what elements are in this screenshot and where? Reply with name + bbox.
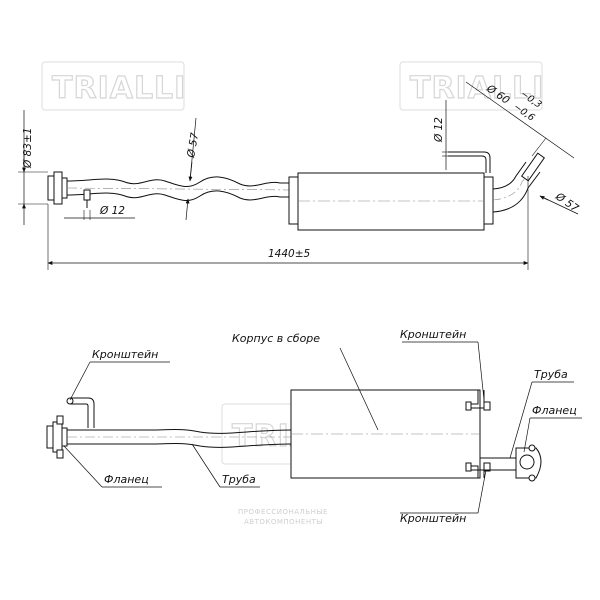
label-flange-right: Фланец [532, 404, 577, 417]
label-pipe-left: Труба [222, 473, 256, 486]
bottom-left-flange [46, 415, 68, 459]
leader-lines [63, 341, 582, 514]
label-bracket-top-right: Кронштейн [400, 328, 466, 341]
dim-pipe-57-left [185, 117, 197, 221]
label-bracket-right: Ø 12 [433, 117, 445, 143]
label-overall-length: 1440±5 [268, 248, 311, 260]
bottom-pipe [67, 429, 293, 448]
dim-bracket-left [64, 210, 135, 220]
bottom-view [46, 341, 582, 514]
watermark-brand: TRIALLI [52, 71, 186, 106]
watermark-top-right: TRIALLI [399, 61, 544, 111]
bottom-muffler-body [290, 389, 481, 479]
top-left-flange [47, 171, 68, 205]
bottom-right-bracket-bottom [465, 462, 491, 478]
watermark-top-left: TRIALLI [41, 61, 186, 111]
dim-bracket-right [442, 100, 456, 170]
label-pipe-right: Труба [534, 368, 568, 381]
dim-outlet-60 [465, 81, 575, 159]
label-bracket-bottom-right: Кронштейн [400, 512, 466, 525]
watermark-subtitle-2: АВТОКОМПОНЕНТЫ [244, 518, 323, 526]
top-pipe [66, 176, 293, 202]
watermark-brand: TRIALLI [410, 71, 544, 106]
label-bracket-top-left: Кронштейн [92, 348, 158, 361]
top-left-bracket [83, 189, 91, 208]
top-right-bracket [448, 151, 491, 173]
label-flange-dia: Ø 83±1 [22, 128, 34, 169]
dim-flange-dia [18, 110, 48, 225]
top-muffler-body [288, 172, 494, 231]
label-pipe-57-left: Ø 57 [185, 132, 201, 160]
top-outlet-pipe [492, 152, 546, 213]
label-body-assembly: Корпус в сборе [232, 332, 320, 345]
label-flange-left: Фланец [104, 473, 149, 486]
label-pipe-57-right: Ø 57 [552, 190, 580, 215]
label-bracket-left: Ø 12 [99, 205, 125, 217]
watermark-subtitle-1: ПРОФЕССИОНАЛЬНЫЕ [238, 508, 328, 516]
bottom-left-bracket [66, 397, 95, 428]
bottom-right-bracket-top [465, 390, 491, 411]
dim-overall-length [47, 176, 529, 270]
top-view [18, 81, 579, 270]
dim-pipe-57-right [539, 195, 579, 215]
